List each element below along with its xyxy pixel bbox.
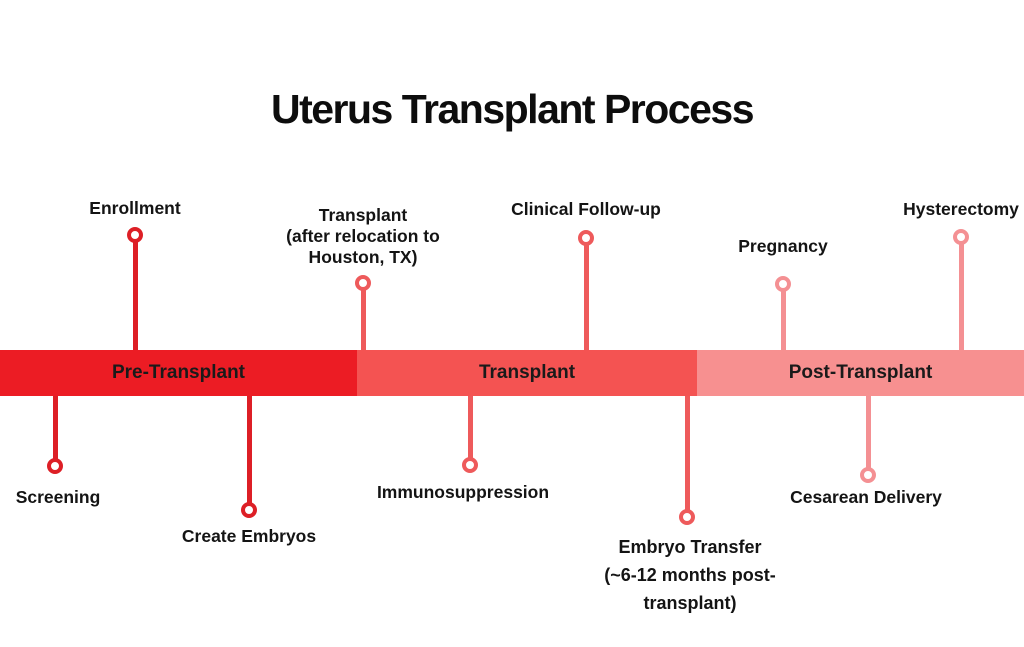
timeline-node-icon [952, 228, 969, 245]
timeline-node-icon [577, 229, 594, 246]
event-stem [780, 284, 786, 350]
timeline-node-icon [774, 275, 791, 292]
event-label: Embryo Transfer (~6-12 months post- tran… [604, 537, 776, 613]
timeline-node-icon [126, 226, 143, 243]
event-stem [583, 238, 589, 350]
timeline-bar: Pre-Transplant Transplant Post-Transplan… [0, 350, 1024, 396]
event-stem [52, 396, 58, 466]
event-label: Pregnancy [738, 236, 828, 256]
event-label: Transplant (after relocation to Houston,… [286, 205, 440, 267]
timeline-node-icon [46, 457, 63, 474]
timeline-node-icon [461, 456, 478, 473]
segment-label: Transplant [478, 362, 576, 383]
segment-transplant: Transplant [357, 350, 697, 396]
event-label: Clinical Follow-up [511, 199, 661, 219]
segment-label: Post-Transplant [788, 362, 933, 383]
event-stem [467, 396, 473, 465]
segment-post-transplant: Post-Transplant [697, 350, 1024, 396]
event-label: Screening [15, 487, 101, 507]
timeline-node-icon [354, 274, 371, 291]
event-stem [958, 237, 964, 350]
timeline-node-icon [678, 508, 695, 525]
event-stem [246, 396, 252, 510]
event-stem [360, 283, 366, 350]
event-label: Enrollment [89, 198, 181, 218]
timeline-node-icon [240, 501, 257, 518]
event-label: Cesarean Delivery [790, 487, 942, 507]
event-stem [684, 396, 690, 517]
segment-pre-transplant: Pre-Transplant [0, 350, 357, 396]
timeline-node-icon [859, 466, 876, 483]
event-stem [865, 396, 871, 475]
event-stem [132, 235, 138, 350]
event-label: Create Embryos [181, 526, 317, 546]
page-title: Uterus Transplant Process [270, 86, 755, 132]
event-label: Hysterectomy [903, 199, 1019, 219]
segment-label: Pre-Transplant [111, 362, 246, 383]
event-label: Immunosuppression [376, 482, 550, 502]
